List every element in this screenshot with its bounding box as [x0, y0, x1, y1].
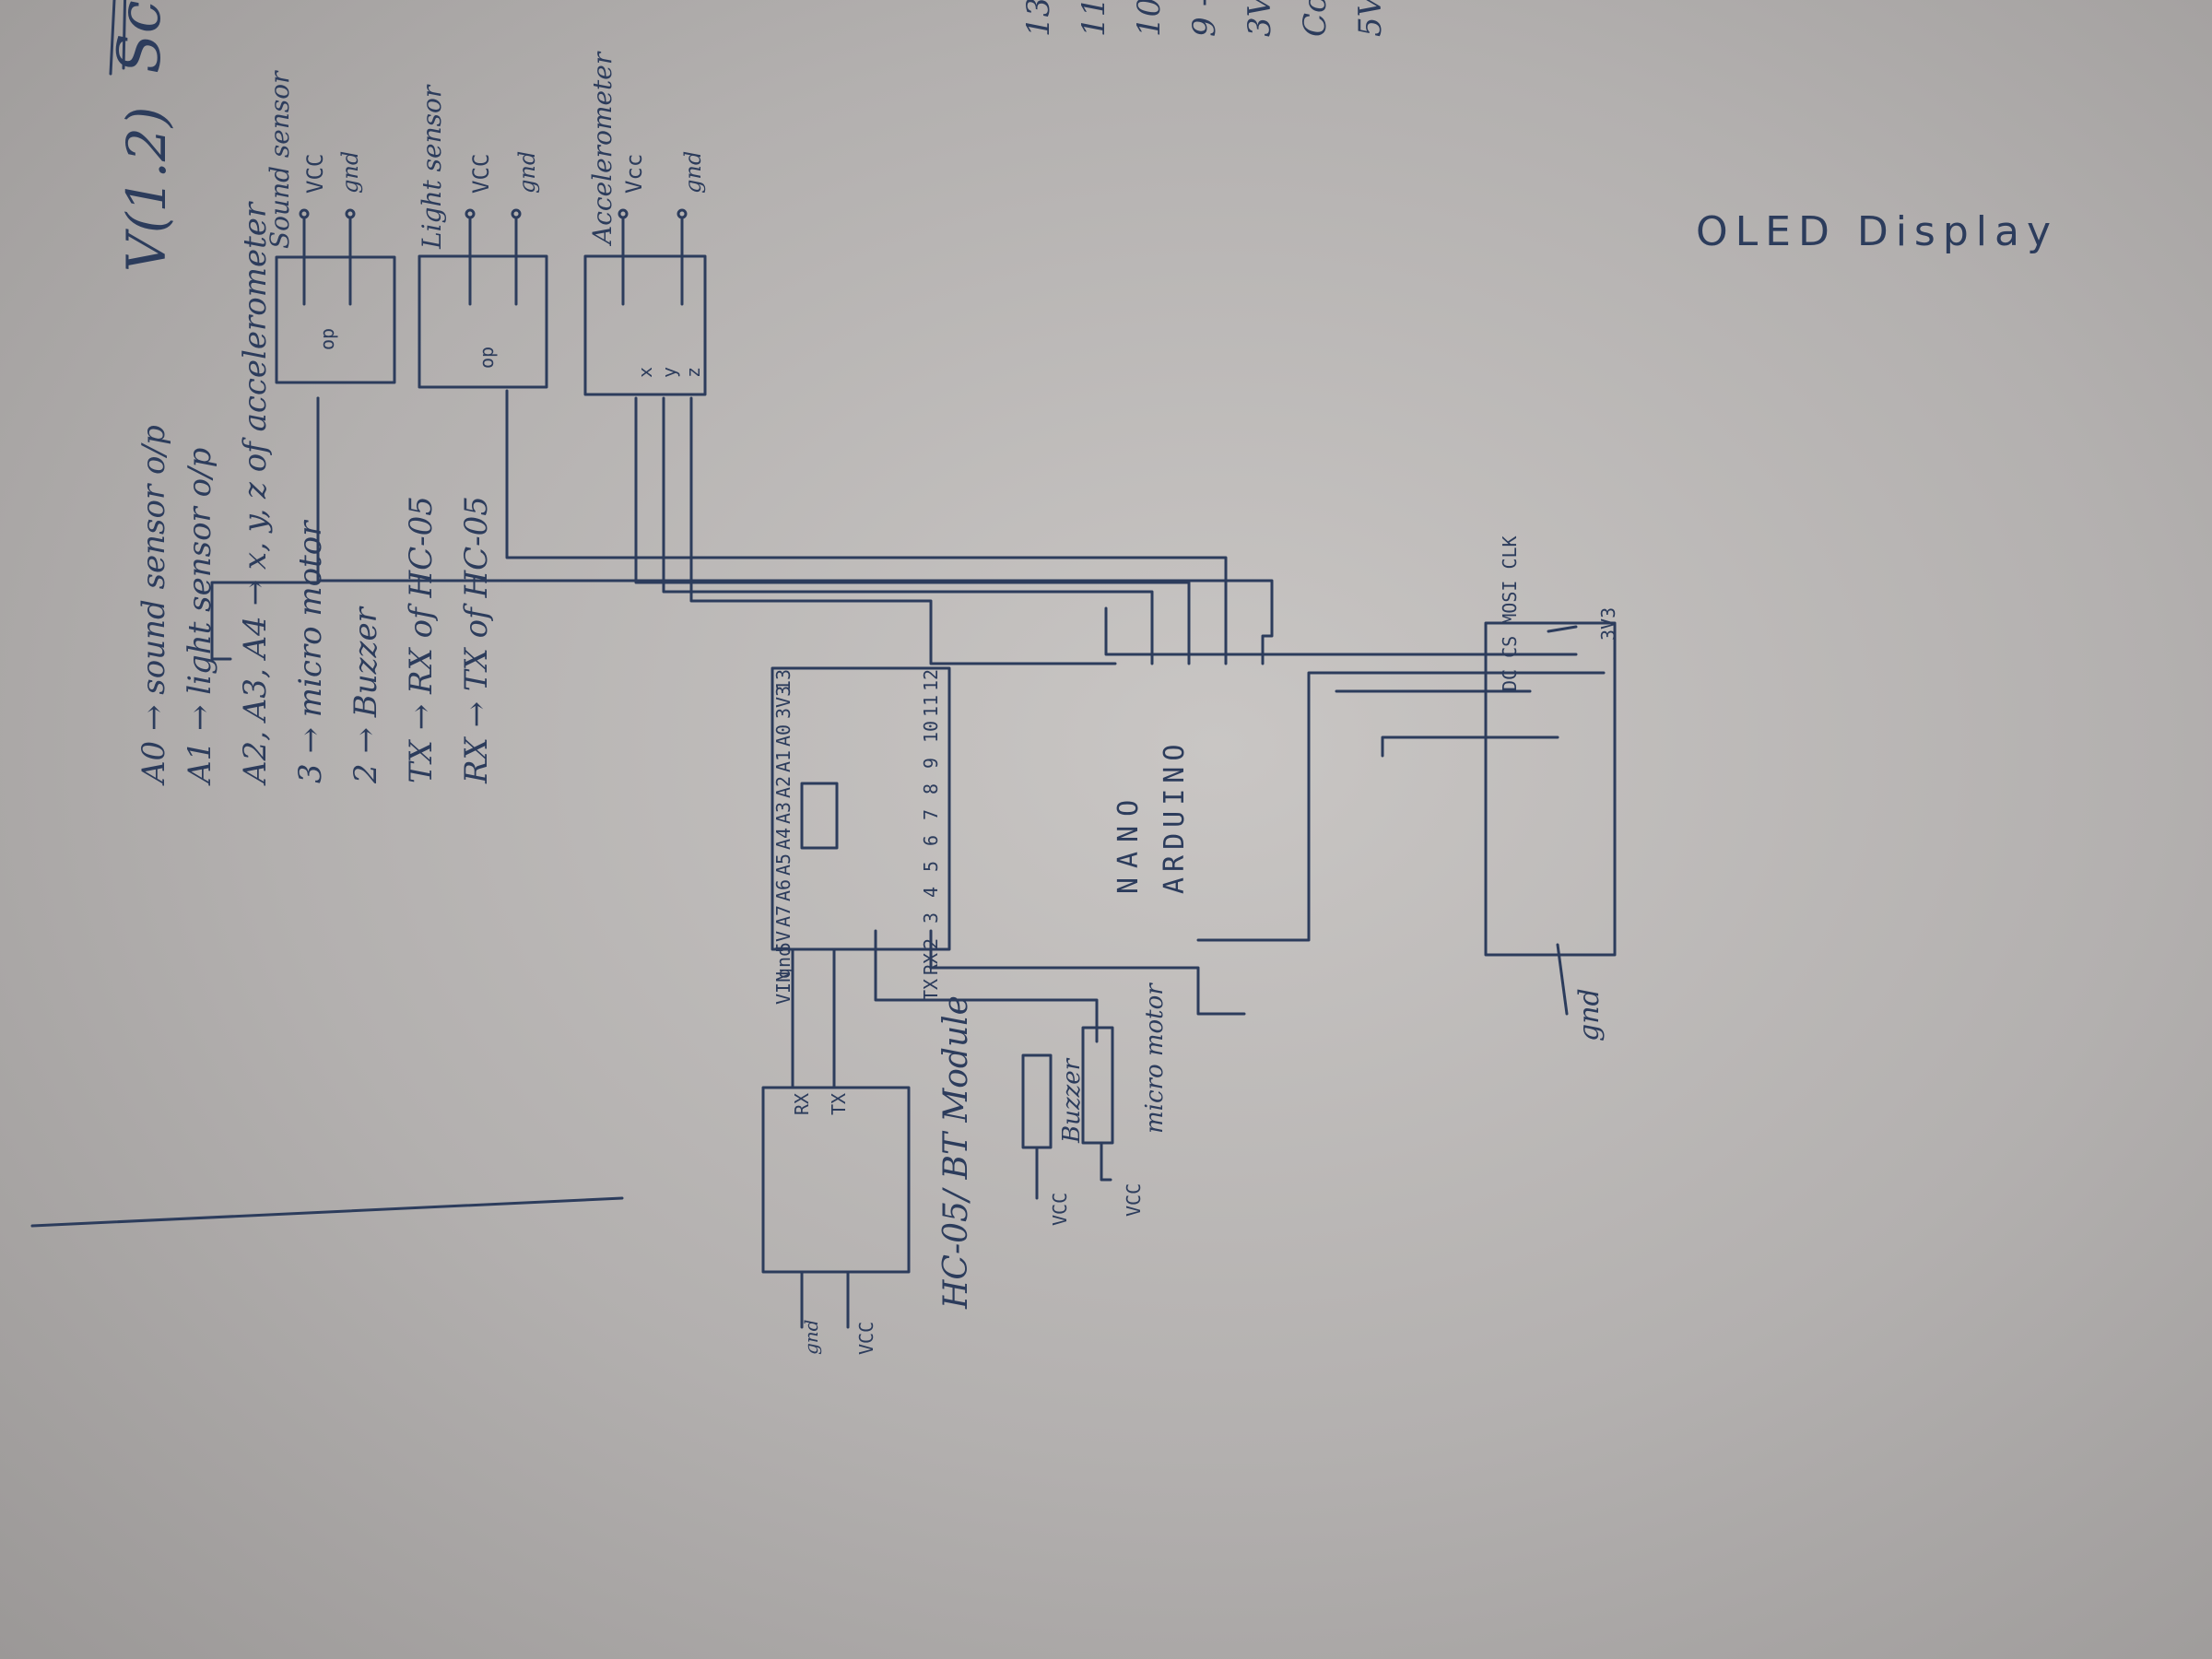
accelerometer-x: x [634, 366, 656, 378]
hc05-gnd-label: gnd [800, 1319, 822, 1356]
accelerometer-box [583, 254, 707, 396]
sound-sensor-op: op [316, 327, 338, 350]
light-sensor-label: Light sensor [417, 85, 447, 249]
arduino-pin-4: 4 [920, 886, 942, 898]
arduino-pin-a7: A7 [772, 904, 794, 927]
note-10: 10 → CS [1131, 0, 1168, 37]
arduino-pin-a5: A5 [772, 853, 794, 876]
hc05-tx-label: TX [828, 1092, 850, 1115]
hc05-label: HC-05/ BT Module [937, 995, 975, 1309]
buzzer-label: Buzzer [1058, 1058, 1086, 1143]
wire-oled-mosi-13 [1104, 606, 1578, 656]
arduino-pin-a6: A6 [772, 878, 794, 901]
hc05-vcc-label: VCC [855, 1321, 877, 1355]
note-rx: RX → TX of HC-05 [458, 496, 495, 783]
arduino-pin-11: 11 [920, 694, 942, 717]
sound-sensor-vcc: VCC [302, 153, 328, 194]
light-sensor-gnd: gnd [514, 150, 540, 194]
note-d3: 3 → micro motor [292, 521, 329, 783]
note-11: 11 → ClK [1076, 0, 1112, 37]
arduino-pin-7: 7 [920, 808, 942, 820]
buzzer-box [1021, 1053, 1053, 1149]
page-title: Schematics [106, 0, 174, 74]
arduino-pin-6: 6 [920, 834, 942, 846]
arduino-pin-3: 3 [920, 912, 942, 924]
note-common-gnd: Common gnd [1297, 0, 1334, 37]
light-sensor-op: op [476, 346, 498, 369]
hc05-rx-label: RX [791, 1092, 813, 1115]
oled-display-box [1484, 621, 1617, 957]
micro-motor-box [1081, 1026, 1114, 1145]
arduino-pin-a0: A0 [772, 724, 794, 747]
wire-rx-hc05-tx [832, 947, 841, 1089]
accelerometer-y: y [658, 366, 680, 378]
arduino-model: NANO [1112, 790, 1145, 894]
micro-motor-vcc [1100, 1141, 1112, 1182]
oled-display-label: OLED Display [1696, 208, 2058, 255]
note-13: 13 → MOSI [1020, 0, 1057, 37]
note-tx: TX → RX of HC-05 [403, 496, 440, 783]
arduino-pin-vin: VIN [772, 971, 794, 1005]
sound-sensor-power-lines [302, 217, 352, 306]
arduino-pin-a1: A1 [772, 749, 794, 772]
sound-sensor-box [275, 255, 396, 384]
buzzer-vcc-label: VCC [1049, 1192, 1071, 1226]
arduino-pin-12: 12 [920, 668, 942, 691]
arduino-pin-8: 8 [920, 782, 942, 794]
arduino-usb-port [800, 782, 839, 850]
accelerometer-gnd: gnd [680, 150, 706, 194]
wire-oled-dc-9 [1196, 671, 1606, 942]
notes-divider [30, 1196, 624, 1228]
title-underline [109, 0, 127, 76]
oled-gnd-line [1556, 943, 1569, 1016]
oled-supply-label: 3V3 [1597, 606, 1619, 641]
arduino-pin-a2: A2 [772, 775, 794, 798]
version-label: V(1.2) [115, 106, 178, 272]
note-a0: A0 → sound sensor o/p [135, 425, 172, 783]
arduino-pin-2: 2 [920, 937, 942, 949]
note-5v-common: 5V common [1352, 0, 1389, 37]
accelerometer-power-lines [621, 217, 684, 306]
sound-sensor-gnd: gnd [337, 150, 363, 194]
light-sensor-box [418, 254, 548, 389]
micro-motor-vcc-label: VCC [1123, 1182, 1145, 1217]
note-3v3: 3V3 → OLED 3V [1241, 0, 1278, 37]
oled-gnd-label: gnd [1573, 988, 1606, 1041]
arduino-pin-rx: RX [920, 952, 942, 975]
arduino-pin-10: 10 [920, 720, 942, 743]
arduino-pin-5: 5 [920, 860, 942, 872]
arduino-pin-3v3: 3V3 [772, 685, 794, 719]
accelerometer-vcc: Vcc [621, 153, 647, 194]
arduino-pin-a4: A4 [772, 827, 794, 850]
wire-d3-micro-motor [929, 929, 1246, 1016]
arduino-pin-a3: A3 [772, 801, 794, 824]
note-a1: A1 → light sensor o/p [182, 447, 218, 783]
micro-motor-label: micro motor [1141, 983, 1169, 1134]
wire-accel-y-a3 [662, 396, 1154, 665]
oled-pin-labels: DC CS MOSI CLK [1499, 535, 1521, 691]
arduino-name: ARDUINO [1159, 738, 1191, 894]
oled-3v3-line [1547, 625, 1578, 633]
accelerometer-z: z [682, 366, 704, 378]
light-sensor-vcc: VCC [468, 153, 494, 194]
wire-sound-to-a0 [316, 396, 1274, 665]
light-sensor-power-lines [468, 217, 518, 306]
wire-accel-x-a2 [634, 396, 1191, 665]
note-d2: 2 → Buzzer [347, 607, 384, 783]
wire-accel-z-a4 [689, 396, 1117, 665]
note-9: 9 → D/C [1186, 0, 1223, 37]
accelerometer-label: Accelerometer [587, 52, 618, 244]
note-a2-a4: A2, A3, A4 → x, y, z of accelerometer [237, 202, 274, 783]
wire-light-a1 [505, 389, 1228, 665]
wire-oled-cs-10 [1381, 735, 1559, 758]
hc05-box [761, 1086, 911, 1274]
arduino-pin-9: 9 [920, 757, 942, 769]
wire-d2-buzzer [874, 929, 1099, 1043]
arduino-nano-board [771, 666, 951, 951]
